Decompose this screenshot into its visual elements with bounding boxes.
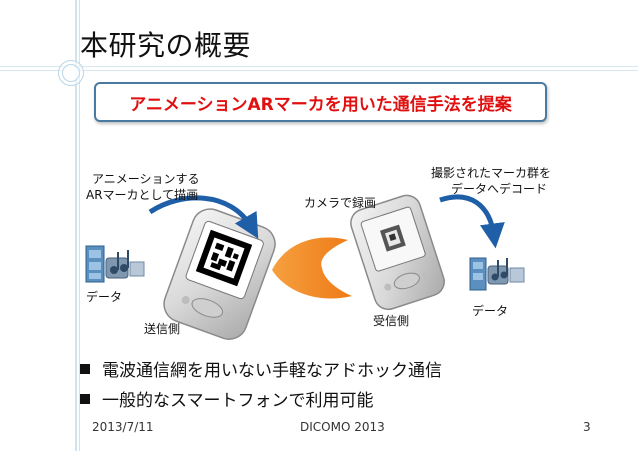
media-film-music-icon [85, 245, 145, 283]
footer-conference: DICOMO 2013 [300, 420, 385, 434]
bullet-square-icon [80, 393, 90, 404]
decor-circle [62, 64, 80, 82]
render-arrow [148, 195, 259, 239]
decor-vertical-line [79, 0, 80, 451]
bullet-item: 一般的なスマートフォンで利用可能 [80, 386, 374, 411]
bullet-item: 電波通信網を用いない手軽なアドホック通信 [80, 356, 442, 381]
ar-marker-icon [195, 229, 253, 287]
sender-caption-line2: ARマーカとして描画 [86, 188, 199, 202]
proposal-banner-text: アニメーションARマーカを用いた通信手法を提案 [129, 94, 512, 115]
data-label-right: データ [472, 304, 509, 318]
receiver-phone-icon [350, 194, 445, 311]
decor-horizontal-line [0, 66, 638, 67]
decor-vertical-line [75, 0, 77, 451]
bullet-text: 電波通信網を用いない手軽なアドホック通信 [102, 361, 442, 381]
bullet-text: 一般的なスマートフォンで利用可能 [102, 391, 374, 411]
data-label-left: データ [86, 290, 123, 304]
decor-vertical-line [75, 340, 77, 451]
decode-caption-line2: データへデコード [451, 182, 548, 196]
camera-record-label: カメラで録画 [304, 196, 377, 210]
decode-caption-line1: 撮影されたマーカ群を [431, 166, 552, 180]
decor-horizontal-line [0, 70, 638, 71]
transmission-wave-icon [272, 237, 352, 299]
sender-caption-line1: アニメーションする [92, 172, 200, 186]
bullet-square-icon [80, 363, 90, 374]
decode-arrow [439, 194, 505, 249]
footer-date: 2013/7/11 [92, 420, 154, 434]
slide-title: 本研究の概要 [80, 29, 252, 62]
receiver-side-label: 受信側 [373, 314, 410, 328]
sender-side-label: 送信側 [144, 322, 181, 336]
media-film-music-icon [469, 257, 525, 291]
footer-page-number: 3 [583, 420, 591, 434]
proposal-banner: アニメーションARマーカを用いた通信手法を提案 [94, 82, 547, 122]
